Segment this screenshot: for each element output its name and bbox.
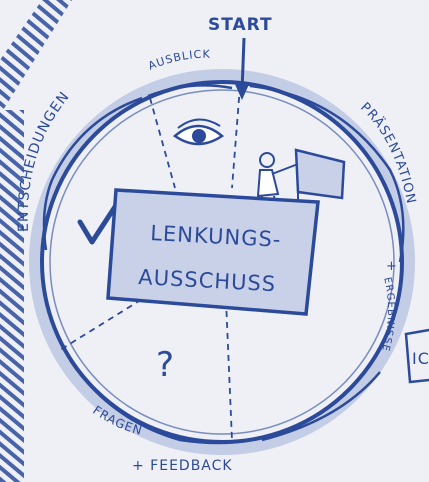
eye-icon xyxy=(172,118,225,146)
bracket-ausblick xyxy=(147,84,233,98)
presenter-at-board-icon xyxy=(256,148,346,213)
checkmark-icon xyxy=(77,193,125,245)
arrow-down-icon xyxy=(234,37,250,100)
question-mark-icon: ? xyxy=(156,345,175,385)
ausblick-label: AUSBLICK xyxy=(146,48,210,73)
bracket-right xyxy=(249,84,405,263)
sector-line xyxy=(149,97,176,189)
sector-line xyxy=(231,85,241,189)
hatched-band xyxy=(0,110,24,482)
cycle-ring-wash xyxy=(29,69,415,455)
sector-line xyxy=(59,287,161,351)
bracket-left xyxy=(42,96,143,251)
cycle-ring-inner xyxy=(49,89,395,435)
edge-fragment: IC xyxy=(404,328,429,384)
sector-line xyxy=(225,299,233,441)
hatched-strip xyxy=(0,0,72,115)
edge-fragment-label: IC xyxy=(412,349,429,368)
start-label: START xyxy=(208,15,273,35)
bracket-bottom-right xyxy=(261,371,381,442)
plus-label: + xyxy=(386,259,398,274)
feedback-label: + FEEDBACK xyxy=(132,458,233,474)
center-box xyxy=(106,188,320,316)
bracket-bottom xyxy=(68,359,253,445)
